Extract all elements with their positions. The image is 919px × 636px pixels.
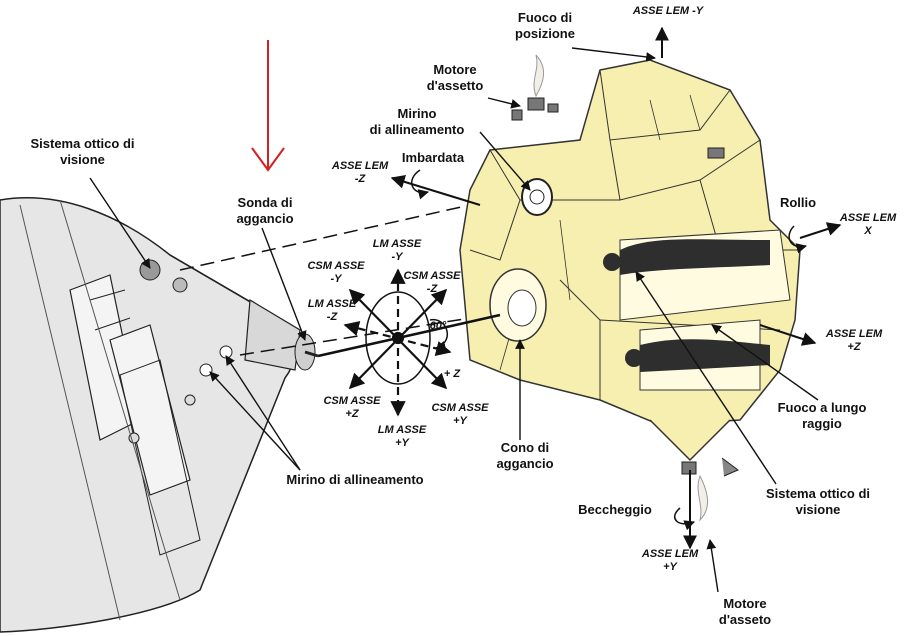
axis-lem-plus-y: ASSE LEM +Y — [641, 548, 699, 573]
label-fuoco-posizione: Fuoco di posizione — [515, 10, 575, 41]
label-beccheggio: Beccheggio — [578, 502, 652, 517]
label-cono-aggancio: Cono di aggancio — [496, 440, 554, 471]
axis-angle-60: 60° — [429, 320, 447, 332]
label-imbardata: Imbardata — [401, 150, 465, 165]
label-rollio: Rollio — [779, 195, 817, 210]
axis-lm-minus-z: LM ASSE -Z — [307, 298, 357, 323]
axis-lem-x: ASSE LEM X — [839, 212, 897, 237]
red-indicator-arrow — [251, 40, 285, 172]
axis-plus-z: + Z — [443, 368, 461, 380]
axis-lem-minus-z: ASSE LEM -Z — [331, 160, 389, 185]
csm-module — [0, 197, 319, 633]
axis-lem-minus-y-top: ASSE LEM -Y — [632, 5, 704, 17]
leader-lines — [89, 47, 819, 593]
axis-lm-minus-y: LM ASSE -Y — [372, 238, 422, 263]
axis-lm-plus-y: LM ASSE +Y — [377, 424, 427, 449]
axis-csm-minus-y: CSM ASSE -Y — [307, 260, 365, 285]
axis-cross — [317, 268, 501, 417]
label-sistema-ottico-left: Sistema ottico di visione — [30, 136, 135, 167]
axis-csm-minus-z: CSM ASSE -Z — [403, 270, 461, 295]
label-motore-assetto-bottom: Motore d'asseto — [718, 596, 772, 627]
label-mirino-allineamento-top: Mirino di allineamento — [369, 106, 465, 137]
label-fuoco-lungo-raggio: Fuoco a lungo raggio — [777, 400, 867, 431]
lem-axes — [390, 26, 842, 550]
label-sistema-ottico-right: Sistema ottico di visione — [765, 486, 871, 517]
label-mirino-allineamento-bottom: Mirino di allineamento — [286, 472, 424, 487]
label-motore-assetto-top: Motore d'assetto — [426, 62, 484, 93]
axis-lem-plus-z: ASSE LEM +Z — [825, 328, 883, 353]
label-sonda-aggancio: Sonda di aggancio — [236, 195, 294, 226]
axis-csm-plus-z: CSM ASSE +Z — [323, 395, 381, 420]
axis-csm-plus-y: CSM ASSE +Y — [431, 402, 489, 427]
